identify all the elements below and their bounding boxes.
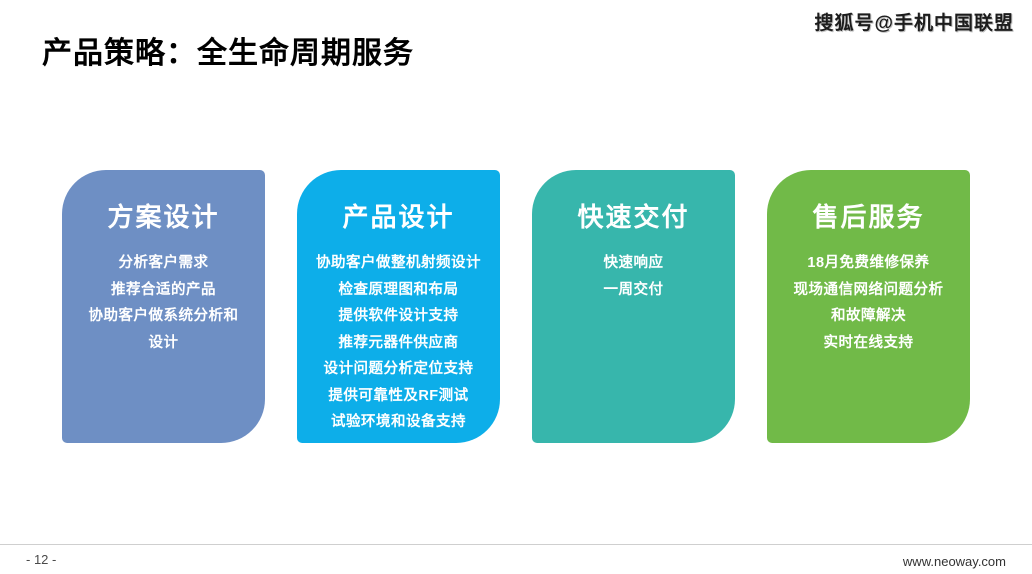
card-line: 提供软件设计支持 (338, 308, 459, 324)
card-scheme-design-body: 分析客户需求 推荐合适的产品 协助客户做系统分析和 设计 (62, 250, 265, 356)
card-line: 推荐元器件供应商 (338, 334, 459, 351)
watermark-text: 搜狐号@手机中国联盟 (814, 13, 1014, 34)
card-line: 一周交付 (603, 281, 664, 298)
card-fast-delivery-body: 快速响应 一周交付 (532, 250, 735, 303)
card-line: 推荐合适的产品 (111, 281, 216, 298)
card-product-design-body: 协助客户做整机射频设计 检查原理图和布局 提供软件设计支持 推荐元器件供应商 设… (297, 250, 500, 436)
card-fast-delivery: 快速交付 快速响应 一周交付 (532, 170, 735, 443)
card-after-sales: 售后服务 18月免费维修保养 现场通信网络问题分析 和故障解决 实时在线支持 (767, 170, 970, 443)
card-line: 实时在线支持 (823, 334, 914, 351)
card-line: 18月免费维修保养 (807, 255, 930, 271)
card-after-sales-title: 售后服务 (812, 202, 925, 232)
card-line: 设计问题分析定位支持 (323, 361, 474, 377)
card-line: 提供可靠性及RF测试 (328, 387, 469, 404)
card-line: 和故障解决 (831, 308, 906, 324)
slide-title: 产品策略：全生命周期服务 (42, 37, 414, 70)
card-line: 试验环境和设备支持 (331, 414, 466, 430)
card-after-sales-body: 18月免费维修保养 现场通信网络问题分析 和故障解决 实时在线支持 (767, 250, 970, 356)
card-line: 快速响应 (603, 255, 664, 271)
card-line: 协助客户做系统分析和 (88, 308, 239, 324)
footer-divider (0, 544, 1032, 545)
page-number: - 12 - (26, 552, 57, 567)
card-line: 协助客户做整机射频设计 (316, 255, 481, 271)
card-scheme-design: 方案设计 分析客户需求 推荐合适的产品 协助客户做系统分析和 设计 (62, 170, 265, 443)
card-line: 检查原理图和布局 (338, 281, 459, 298)
card-line: 分析客户需求 (118, 255, 209, 271)
card-product-design: 产品设计 协助客户做整机射频设计 检查原理图和布局 提供软件设计支持 推荐元器件… (297, 170, 500, 443)
card-product-design-title: 产品设计 (342, 202, 455, 232)
card-fast-delivery-title: 快速交付 (577, 202, 690, 232)
card-line: 设计 (148, 334, 179, 351)
cards-row: 方案设计 分析客户需求 推荐合适的产品 协助客户做系统分析和 设计 产品设计 协… (62, 170, 972, 443)
site-url: www.neoway.com (902, 554, 1006, 569)
card-scheme-design-title: 方案设计 (107, 202, 220, 232)
card-line: 现场通信网络问题分析 (793, 281, 944, 298)
